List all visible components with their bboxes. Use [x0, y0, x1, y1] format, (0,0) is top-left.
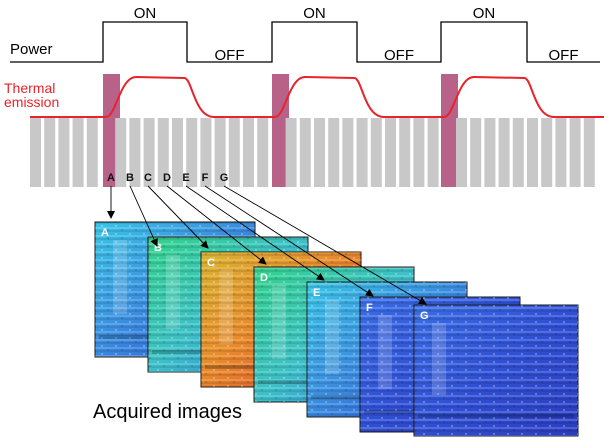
acquired-image-stack: A B C D E F G: [94, 221, 579, 437]
power-on-frame-bar: [441, 74, 458, 187]
image-panel-stripe: [432, 323, 446, 396]
frame-bar: [555, 118, 567, 187]
frame-bar: [228, 118, 240, 187]
frame-letter-e: E: [182, 172, 189, 184]
image-panel-g: G: [413, 304, 579, 437]
on-label: ON: [473, 5, 496, 22]
frame-bar: [541, 118, 553, 187]
frame-letter-d: D: [163, 172, 171, 184]
image-panel-stripe: [166, 255, 180, 330]
frame-bar: [172, 118, 183, 187]
image-panel-letter: E: [313, 287, 320, 299]
frame-bar: [498, 118, 510, 187]
thermal-label-line1: Thermal: [4, 80, 55, 96]
frame-letter-c: C: [144, 172, 152, 184]
frame-bar: [72, 118, 84, 187]
frame-bar: [370, 118, 382, 187]
image-panel-stripe: [325, 300, 339, 375]
frame-bar: [214, 118, 226, 187]
connector-g: [223, 185, 427, 305]
frame-bar: [285, 118, 297, 187]
image-panel-letter: G: [420, 310, 429, 322]
frame-bar: [58, 118, 70, 187]
frame-bar: [299, 118, 311, 187]
image-panel-letter: A: [101, 227, 109, 239]
connector-c: [147, 185, 209, 249]
image-panel-stripe: [272, 285, 286, 360]
image-panel-stripe: [113, 240, 127, 315]
frame-bar: [328, 118, 340, 187]
frame-bar: [157, 118, 169, 187]
frame-letter-g: G: [220, 172, 229, 184]
off-label: OFF: [384, 47, 414, 64]
connector-b: [129, 185, 158, 247]
image-panel-letter: D: [260, 272, 268, 284]
frame-bar: [399, 118, 411, 187]
frame-bar: [342, 118, 354, 187]
frame-bar: [527, 118, 538, 187]
image-panel-band: [418, 414, 574, 418]
thermal-label-line2: emission: [4, 94, 59, 110]
image-panel-stripe: [219, 270, 233, 345]
frame-to-image-connectors: [107, 185, 427, 305]
image-panel-letter: B: [154, 242, 162, 254]
frame-letter-b: B: [126, 172, 134, 184]
frame-bar: [427, 118, 439, 187]
frame-bar: [484, 118, 496, 187]
frame-bar: [385, 118, 396, 187]
frame-bar: [143, 118, 155, 187]
thermal-emission-label: Thermal emission: [4, 80, 59, 110]
frame-bar: [44, 118, 56, 187]
frame-bar: [86, 118, 98, 187]
frame-bar: [456, 118, 467, 187]
image-panel-letter: F: [366, 302, 373, 314]
connector-d: [166, 185, 267, 265]
frame-bar: [186, 118, 198, 187]
power-square-wave: [10, 21, 600, 63]
on-label: ON: [303, 5, 326, 22]
frame-bar: [569, 118, 581, 187]
connector-e: [185, 185, 325, 281]
frame-bar: [583, 118, 595, 187]
off-label: OFF: [215, 47, 245, 64]
frame-bar: [356, 118, 368, 187]
camera-frame-bars: [30, 74, 595, 187]
thermal-emission-curve: [30, 75, 604, 118]
frame-bar: [470, 118, 482, 187]
frame-bar: [129, 118, 141, 187]
frame-bar: [30, 118, 41, 187]
frame-bar: [243, 118, 254, 187]
image-panel-letter: C: [207, 257, 215, 269]
frame-bar: [512, 118, 524, 187]
frame-letter-a: A: [107, 172, 115, 184]
frame-letter-f: F: [202, 172, 209, 184]
frame-bar: [257, 118, 269, 187]
acquired-images-caption: Acquired images: [93, 401, 242, 423]
image-panel-stripe: [378, 315, 392, 390]
off-label: OFF: [549, 47, 579, 64]
image-panel-texture: [414, 305, 578, 436]
on-off-labels: ON OFF ON OFF ON OFF: [134, 5, 579, 64]
frame-bar: [314, 118, 325, 187]
power-label: Power: [10, 41, 53, 58]
frame-bar: [413, 118, 425, 187]
frame-bar: [200, 118, 212, 187]
connector-f: [204, 185, 374, 297]
frame-bar: [115, 118, 127, 187]
on-label: ON: [134, 5, 157, 22]
